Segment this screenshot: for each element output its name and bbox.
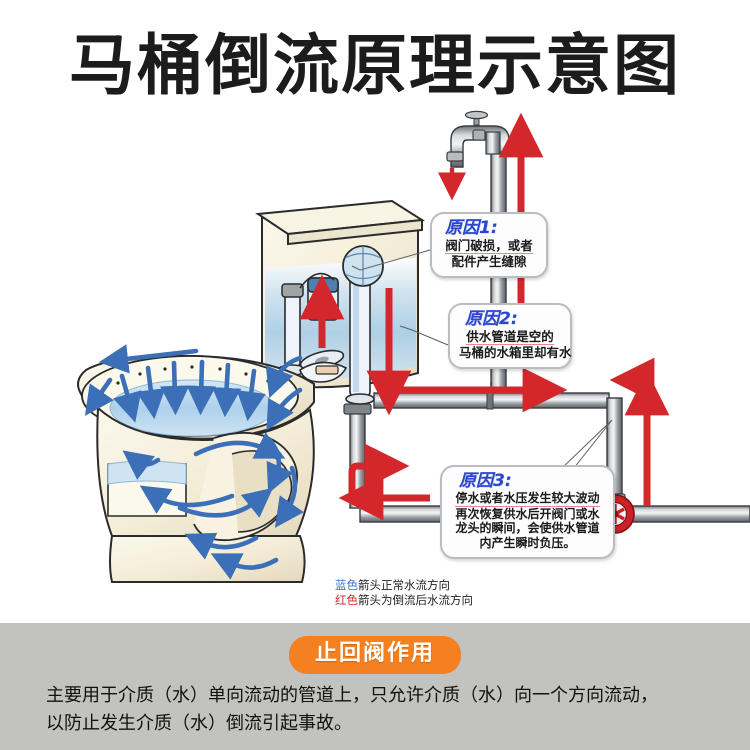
- callout-3-line-1: 停水或者水压发生较大波动: [455, 491, 600, 507]
- legend-blue-text: 箭头正常水流方向: [358, 578, 450, 592]
- callout-3-heading: 原因3:: [459, 471, 512, 491]
- callout-3-line-3: 龙头的瞬间，会使供水管道: [455, 521, 600, 535]
- callout-reason-3: 原因3: 停水或者水压发生较大波动 再次恢复供水后开阀门或水 龙头的瞬间，会使供…: [440, 465, 615, 559]
- status-badge: 止回阀作用: [288, 636, 462, 674]
- callout-3-line-4: 内产生瞬时负压。: [479, 535, 576, 550]
- callout-1-line-1: 阀门破损，或者: [445, 238, 533, 254]
- callout-3-line-2: 再次恢复供水后开阀门或水: [455, 506, 600, 521]
- callout-2-line-2: 马桶的水箱里却有水: [459, 345, 572, 360]
- panel-description-line-2: 以防止发生介质（水）倒流引起事故。: [46, 713, 352, 734]
- legend-red-text: 箭头为倒流后水流方向: [358, 592, 473, 607]
- callout-1-line-2: 配件产生缝隙: [451, 254, 527, 269]
- callout-2-heading: 原因2:: [465, 309, 518, 329]
- arrow-legend: 蓝色箭头正常水流方向 红色箭头为倒流后水流方向: [335, 578, 473, 607]
- illustration-stage: [0, 108, 750, 623]
- page-title: 马桶倒流原理示意图: [69, 27, 681, 104]
- faucet-icon: [446, 110, 510, 168]
- bottom-panel: 止回阀作用 主要用于介质（水）单向流动的管道上，只允许介质（水）向一个方向流动，…: [0, 623, 750, 750]
- legend-row-blue: 蓝色箭头正常水流方向: [335, 578, 473, 593]
- legend-row-red: 红色箭头为倒流后水流方向: [335, 593, 473, 608]
- callout-reason-2: 原因2: 供水管道是空的 马桶的水箱里却有水: [448, 303, 572, 369]
- panel-description: 主要用于介质（水）单向流动的管道上，只允许介质（水）向一个方向流动， 以防止发生…: [46, 682, 711, 738]
- normal-flow-arrows-blue: [84, 344, 304, 580]
- callout-1-heading: 原因1:: [445, 218, 498, 238]
- legend-blue-label: 蓝色: [335, 578, 358, 592]
- callout-2-line-1: 供水管道是空的: [466, 329, 554, 345]
- callout-reason-1: 原因1: 阀门破损，或者 配件产生缝隙: [430, 212, 548, 278]
- legend-red-label: 红色: [335, 592, 358, 607]
- panel-description-line-1: 主要用于介质（水）单向流动的管道上，只允许介质（水）向一个方向流动，: [46, 685, 658, 706]
